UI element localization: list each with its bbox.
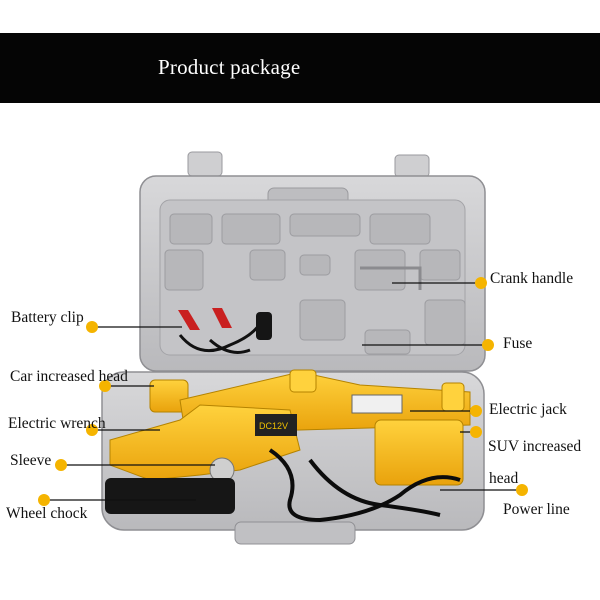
label-sleeve: Sleeve <box>10 452 52 469</box>
label-battery-clip: Battery clip <box>11 309 84 326</box>
label-fuse: Fuse <box>503 335 533 352</box>
label-crank-handle: Crank handle <box>490 270 574 287</box>
header-banner: Product package <box>0 33 600 103</box>
car-increased-head-item <box>149 379 189 413</box>
callout-dots <box>38 277 528 506</box>
battery-clip-item <box>178 308 272 354</box>
wrench-marking: DC12V <box>259 421 288 431</box>
label-power-line: Power line <box>503 501 570 518</box>
suv-increased-head-item <box>374 419 464 486</box>
label-wheel-chock: Wheel chock <box>6 505 88 522</box>
label-electric-wrench: Electric wrench <box>8 415 106 432</box>
label-electric-jack: Electric jack <box>489 401 567 418</box>
power-line-item <box>268 448 461 523</box>
label-suv-increased-head-2: head <box>489 470 519 487</box>
callout-lines <box>44 282 522 501</box>
electric-wrench-item: DC12V <box>109 404 301 481</box>
label-car-increased-head: Car increased head <box>10 368 128 385</box>
page-title: Product package <box>158 55 301 79</box>
label-suv-increased-head-1: SUV increased <box>488 438 582 455</box>
case-lid <box>139 151 486 372</box>
wheel-chock-item <box>105 478 235 514</box>
